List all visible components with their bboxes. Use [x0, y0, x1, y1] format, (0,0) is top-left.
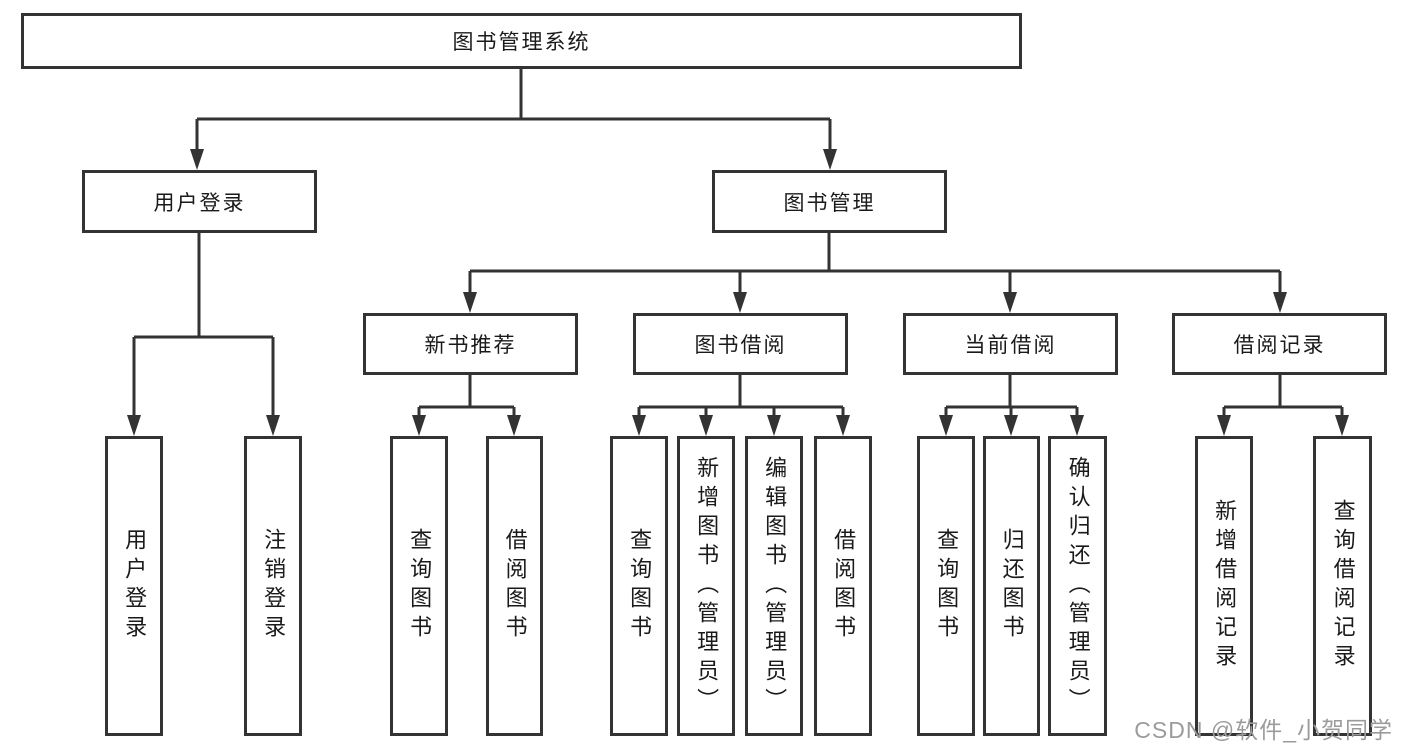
node-current-borrowing: 当前借阅 — [903, 313, 1118, 375]
node-library-management-system: 图书管理系统 — [21, 13, 1022, 69]
connector-book-borrow-branch — [637, 375, 845, 418]
connector-user-login-branch — [132, 233, 275, 418]
leaf-query-books-borrow: 查询图书 — [610, 436, 668, 736]
leaf-confirm-return-admin: 确认归还（管理员） — [1048, 436, 1107, 736]
leaf-query-books-current: 查询图书 — [917, 436, 975, 736]
leaf-label: 查询图书 — [627, 528, 653, 644]
node-label: 新书推荐 — [424, 334, 517, 357]
node-book-management: 图书管理 — [712, 170, 947, 233]
leaf-label: 借阅图书 — [502, 528, 528, 644]
node-book-borrowing: 图书借阅 — [633, 313, 848, 375]
connector-book-management-branch — [468, 233, 1282, 295]
csdn-watermark: CSDN @软件_小贺同学 — [1134, 717, 1393, 743]
leaf-label: 归还图书 — [999, 528, 1025, 644]
leaf-borrow-books: 借阅图书 — [814, 436, 872, 736]
leaf-label: 注销登录 — [261, 528, 287, 644]
node-new-book-recommend: 新书推荐 — [363, 313, 578, 375]
connector-new-book-branch — [417, 375, 516, 418]
connector-root-branch — [195, 69, 832, 152]
leaf-query-books-recommend: 查询图书 — [390, 436, 448, 736]
connector-strokes — [132, 69, 1344, 418]
leaf-label: 用户登录 — [122, 528, 148, 644]
arrowheads — [127, 149, 1349, 436]
node-label: 图书借阅 — [694, 334, 787, 357]
leaf-label: 新增图书（管理员） — [694, 455, 720, 717]
leaf-edit-book-admin: 编辑图书（管理员） — [745, 436, 803, 736]
connector-current-borrow-branch — [944, 375, 1079, 418]
node-label: 当前借阅 — [964, 334, 1057, 357]
leaf-query-borrow-record: 查询借阅记录 — [1313, 436, 1372, 736]
leaf-add-borrow-record: 新增借阅记录 — [1195, 436, 1253, 736]
node-borrowing-records: 借阅记录 — [1172, 313, 1387, 375]
leaf-logout: 注销登录 — [244, 436, 302, 736]
leaf-label: 新增借阅记录 — [1212, 499, 1238, 673]
node-label: 借阅记录 — [1233, 334, 1326, 357]
leaf-add-book-admin: 新增图书（管理员） — [677, 436, 735, 736]
node-label: 用户登录 — [153, 191, 246, 215]
leaf-borrow-books-recommend: 借阅图书 — [486, 436, 543, 736]
leaf-user-login: 用户登录 — [105, 436, 163, 736]
leaf-label: 编辑图书（管理员） — [762, 455, 788, 717]
leaf-label: 查询借阅记录 — [1330, 499, 1356, 673]
leaf-label: 查询图书 — [934, 528, 960, 644]
node-label: 图书管理系统 — [452, 31, 591, 54]
leaf-return-books: 归还图书 — [983, 436, 1040, 736]
leaf-label: 确认归还（管理员） — [1065, 455, 1091, 717]
node-user-login: 用户登录 — [82, 170, 317, 233]
leaf-label: 查询图书 — [407, 528, 433, 644]
connector-borrow-record-branch — [1222, 375, 1344, 418]
leaf-label: 借阅图书 — [831, 528, 857, 644]
node-label: 图书管理 — [783, 191, 876, 215]
